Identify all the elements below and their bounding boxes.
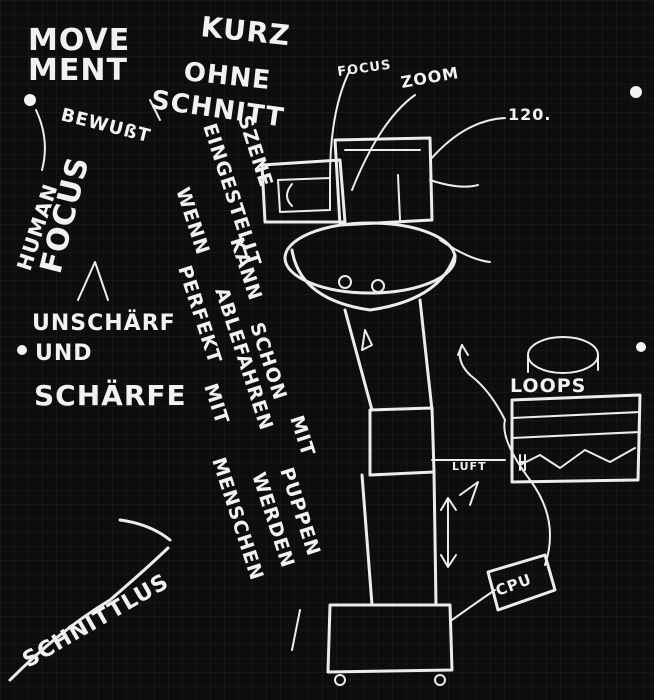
marker-dot-left [17,345,27,355]
camera-body [333,136,434,227]
leader-side [429,179,479,188]
base-wheel-right [434,674,446,686]
arm-base [326,603,454,674]
label-zoom: ZOOM [399,63,460,92]
arm-lower [360,470,438,607]
loops-h-mark [519,454,526,471]
arm-middle [368,406,436,477]
loops-circle [527,336,599,374]
word-movement-2: MENT [28,53,128,88]
word-wenn: WENN [171,185,213,258]
hook-arrow [457,344,469,356]
lens-ring [277,177,331,213]
arm-neck [343,298,434,412]
label-focus: FOCUS [336,58,392,80]
marker-dot-top-right [630,86,642,98]
leader-zoom [351,94,416,191]
word-schnittlus: SCHNITTLUS [19,569,174,673]
ring-leader [439,239,491,263]
word-mit-right: MIT [285,413,319,460]
mount-bolt-right [371,279,385,293]
lift-arrow [440,497,457,568]
label-degrees: 120. [508,105,551,124]
word-mit-left: MIT [199,381,233,428]
hook-line [458,344,506,421]
base-left-tick [291,609,301,651]
loops-legs [527,354,599,373]
mount-bolt-left [338,275,352,289]
label-loops: LOOPS [510,375,586,397]
robot-arm-drawing [260,69,642,686]
word-bewusst: BEWUßT [59,104,153,147]
word-movement-1: MOVE [28,23,130,58]
camera-lens [260,158,347,224]
zigzag [459,481,479,506]
word-kurz: KURZ [199,10,292,52]
marker-dot-top-left [24,94,36,106]
line-schnittlus-top [118,518,172,542]
mount-bowl [290,248,457,312]
loops-waveform [519,447,636,469]
tick-under-schnitt [149,99,161,121]
arrow-caret [77,261,109,301]
marker-dot-right [636,342,646,352]
neck-detail [361,329,373,351]
base-wheel-left [334,674,346,686]
camera-inner-line [397,174,401,221]
word-unschaerf: UNSCHÄRF [32,310,176,336]
word-schaerfe: SCHÄRFE [34,378,187,412]
label-cpu: CPU [493,570,534,600]
leader-degrees [429,117,506,161]
lens-glass [286,183,293,207]
line-schnittlus [8,546,170,682]
mount-ring [283,221,457,295]
leader-focus [329,69,351,179]
loops-panel [510,393,642,484]
label-luft: LUFT [452,460,487,473]
line-dot-to-human [35,109,46,171]
cpu-box [486,553,557,612]
cable-to-cpu [451,589,496,621]
cpu-cable [503,419,551,566]
loops-panel-lines [511,411,641,439]
word-und: UND [35,341,93,366]
